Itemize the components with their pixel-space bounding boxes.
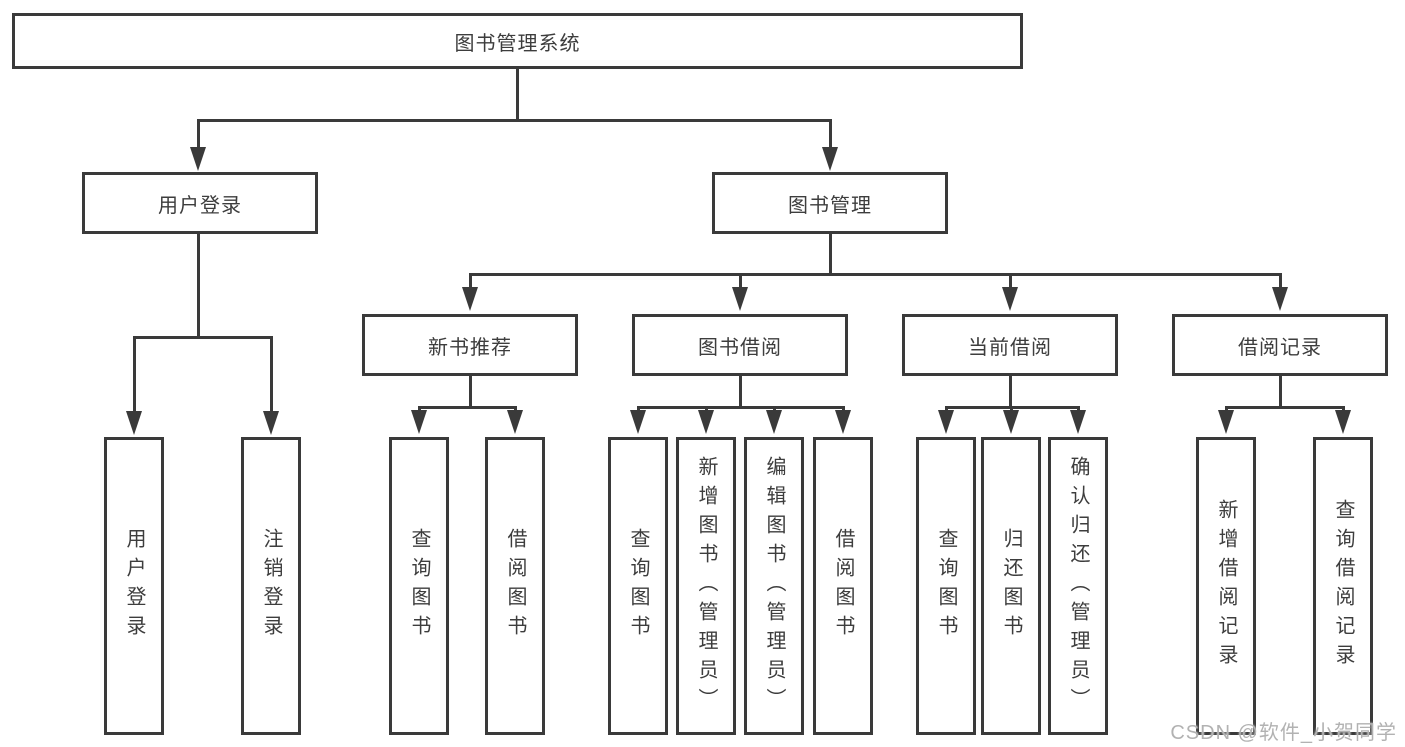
- arrow-down-icon: [411, 410, 427, 434]
- connector-line: [468, 376, 472, 407]
- leaf-label: 查询图书: [408, 528, 430, 644]
- connector-line: [417, 406, 517, 409]
- leaf-label: 确认归还（管理员）: [1067, 455, 1089, 717]
- arrow-down-icon: [1335, 410, 1351, 434]
- connector-line: [468, 273, 1282, 276]
- arrow-down-icon: [1272, 287, 1288, 311]
- connector-line: [196, 234, 200, 337]
- node-borrowing-records: 借阅记录: [1172, 314, 1388, 376]
- leaf-label: 归还图书: [1000, 528, 1022, 644]
- leaf-return-books: 归还图书: [981, 437, 1041, 735]
- leaf-borrow-books-recommend: 借阅图书: [485, 437, 545, 735]
- connector-line: [1008, 273, 1012, 289]
- connector-line: [828, 119, 832, 150]
- connector-line: [738, 376, 742, 407]
- connector-line: [269, 336, 273, 413]
- leaf-label: 新增图书（管理员）: [695, 455, 717, 717]
- arrow-down-icon: [835, 410, 851, 434]
- connector-line: [196, 119, 200, 150]
- leaf-query-books-recommend: 查询图书: [389, 437, 449, 735]
- arrow-down-icon: [507, 410, 523, 434]
- leaf-query-borrow-record: 查询借阅记录: [1313, 437, 1373, 735]
- arrow-down-icon: [938, 410, 954, 434]
- leaf-logout-login: 注销登录: [241, 437, 301, 735]
- arrow-down-icon: [732, 287, 748, 311]
- connector-line: [132, 336, 136, 413]
- connector-line: [468, 273, 472, 289]
- connector-line: [196, 119, 832, 122]
- arrow-down-icon: [1218, 410, 1234, 434]
- connector-line: [1278, 376, 1282, 407]
- arrow-down-icon: [630, 410, 646, 434]
- leaf-label: 借阅图书: [832, 528, 854, 644]
- leaf-add-borrow-record: 新增借阅记录: [1196, 437, 1256, 735]
- leaf-label: 查询图书: [935, 528, 957, 644]
- node-current-borrowing: 当前借阅: [902, 314, 1118, 376]
- arrow-down-icon: [126, 411, 142, 435]
- connector-line: [738, 273, 742, 289]
- leaf-label: 用户登录: [123, 528, 145, 644]
- node-user-login: 用户登录: [82, 172, 318, 234]
- node-book-management: 图书管理: [712, 172, 948, 234]
- leaf-label: 借阅图书: [504, 528, 526, 644]
- leaf-label: 查询图书: [627, 528, 649, 644]
- csdn-watermark: CSDN @软件_小贺同学: [1170, 722, 1397, 744]
- node-book-borrowing: 图书借阅: [632, 314, 848, 376]
- leaf-label: 新增借阅记录: [1215, 499, 1237, 673]
- arrow-down-icon: [766, 410, 782, 434]
- arrow-down-icon: [263, 411, 279, 435]
- arrow-down-icon: [822, 147, 838, 171]
- leaf-label: 注销登录: [260, 528, 282, 644]
- leaf-label: 查询借阅记录: [1332, 499, 1354, 673]
- connector-line: [1278, 273, 1282, 289]
- arrow-down-icon: [1070, 410, 1086, 434]
- leaf-query-books-borrowing: 查询图书: [608, 437, 668, 735]
- leaf-query-books-current: 查询图书: [916, 437, 976, 735]
- leaf-add-books-admin: 新增图书（管理员）: [676, 437, 736, 735]
- node-root: 图书管理系统: [12, 13, 1023, 69]
- leaf-user-login: 用户登录: [104, 437, 164, 735]
- arrow-down-icon: [1002, 287, 1018, 311]
- leaf-confirm-return-admin: 确认归还（管理员）: [1048, 437, 1108, 735]
- connector-line: [636, 406, 845, 409]
- leaf-edit-books-admin: 编辑图书（管理员）: [744, 437, 804, 735]
- connector-line: [1224, 406, 1345, 409]
- leaf-borrow-books-borrowing: 借阅图书: [813, 437, 873, 735]
- leaf-label: 编辑图书（管理员）: [763, 455, 785, 717]
- connector-line: [132, 336, 273, 339]
- connector-line: [828, 234, 832, 275]
- arrow-down-icon: [190, 147, 206, 171]
- connector-line: [1008, 376, 1012, 407]
- arrow-down-icon: [462, 287, 478, 311]
- node-new-book-recommendation: 新书推荐: [362, 314, 578, 376]
- arrow-down-icon: [698, 410, 714, 434]
- connector-line: [515, 69, 519, 120]
- arrow-down-icon: [1003, 410, 1019, 434]
